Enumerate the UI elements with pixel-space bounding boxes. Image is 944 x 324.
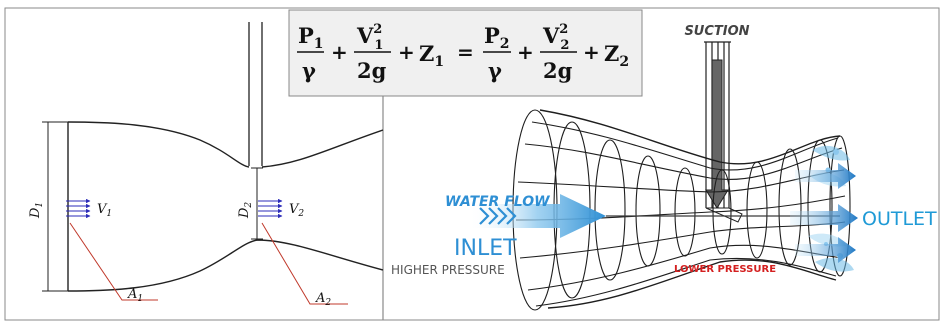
eq-plus2: + xyxy=(398,40,415,64)
lower-pressure-label: LOWER PRESSURE xyxy=(674,264,776,275)
v2-label: V2 xyxy=(289,202,304,219)
venturi-schematic: D1 D2 V1 V2 A1 xyxy=(28,22,384,308)
a2-label: A2 xyxy=(315,291,331,308)
d2-label: D2 xyxy=(237,202,254,219)
a2-leader-line xyxy=(261,222,348,305)
v1-label: V1 xyxy=(97,202,112,219)
suction-label: SUCTION xyxy=(684,24,749,39)
a1-label: A1 xyxy=(127,287,143,304)
a1-leader-line xyxy=(69,222,158,301)
venturi-3d-illustration: SUCTION WATER FLOW INLET HIGHER PRESSURE… xyxy=(391,24,937,311)
eq-plus1: + xyxy=(331,40,348,64)
inlet-label: INLET xyxy=(454,236,517,261)
outlet-label: OUTLET xyxy=(862,208,937,230)
equation-box-bg xyxy=(288,9,643,97)
d1-label: D1 xyxy=(28,202,45,219)
eq-2g2: 2g xyxy=(543,58,573,83)
figure-frame xyxy=(4,7,940,321)
eq-plus4: + xyxy=(583,40,600,64)
eq-p1: P1 xyxy=(298,23,324,52)
eq-z1: Z1 xyxy=(419,41,444,70)
eq-z2: Z2 xyxy=(604,41,629,70)
suction-tube xyxy=(704,41,743,223)
eq-gamma2: γ xyxy=(488,58,502,83)
v1-flow-arrows xyxy=(66,198,91,219)
higher-pressure-label: HIGHER PRESSURE xyxy=(391,263,505,277)
v2-flow-arrows xyxy=(258,198,283,219)
eq-gamma1: γ xyxy=(302,58,316,83)
eq-plus3: + xyxy=(517,40,534,64)
eq-p2: P2 xyxy=(484,23,510,52)
outlet-arrows xyxy=(790,163,858,263)
eq-equals: = xyxy=(457,40,474,64)
eq-2g1: 2g xyxy=(357,58,387,83)
venturi-top-wall xyxy=(67,121,384,168)
suction-arrow-icon xyxy=(705,59,729,209)
venturi-bottom-wall xyxy=(67,239,384,292)
water-flow-label: WATER FLOW xyxy=(445,194,550,210)
